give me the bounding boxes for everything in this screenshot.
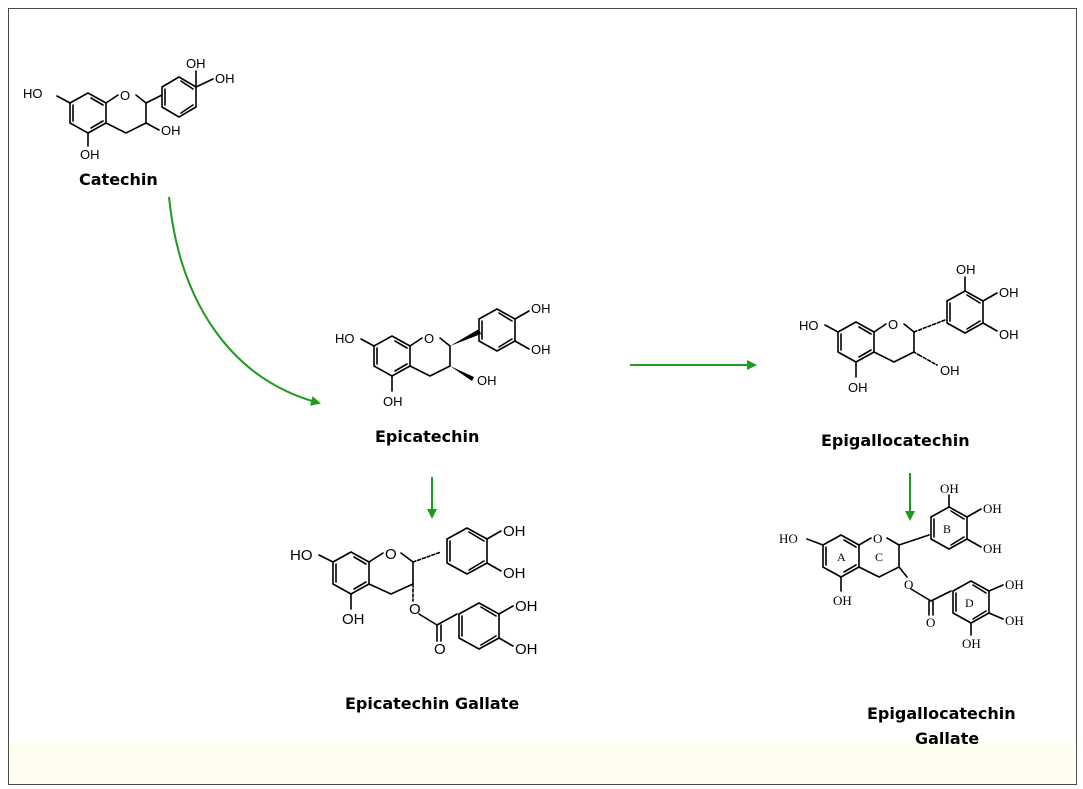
ester-oxygen-label: O <box>409 601 421 618</box>
hydroxyl-label: OH <box>940 363 960 378</box>
hydroxyl-label: OH <box>515 598 538 615</box>
hydroxyl-label: OH <box>1005 577 1024 592</box>
hydroxyl-label: OH <box>940 481 959 496</box>
hydroxyl-label: OH <box>80 147 100 162</box>
hydroxyl-label: OH <box>161 123 181 138</box>
hydroxyl-label: OH <box>962 636 981 651</box>
carbonyl-oxygen-label: O <box>926 615 935 630</box>
hydroxyl-label: OH <box>531 342 551 357</box>
hydroxyl-label: OH <box>983 541 1002 556</box>
ring-oxygen-label: O <box>873 531 882 546</box>
hydroxyl-label: OH <box>383 394 403 409</box>
ester-oxygen-label: O <box>904 577 913 592</box>
hydroxyl-label: OH <box>503 565 526 582</box>
ring-oxygen-label: O <box>120 88 130 103</box>
ring-label-d: D <box>965 596 974 610</box>
ring-label-b: B <box>943 522 951 536</box>
epicatechin-structure: O HO OH OH OH OH <box>335 301 551 409</box>
bottom-strip <box>10 744 1075 784</box>
ring-oxygen-label: O <box>888 317 898 332</box>
hydroxyl-label: OH <box>503 523 526 540</box>
carbonyl-oxygen-label: O <box>434 641 446 658</box>
hydroxyl-label: OH <box>983 501 1002 516</box>
hydroxyl-label: HO <box>779 531 798 546</box>
hydroxyl-label: OH <box>477 373 497 388</box>
hydroxyl-label: OH <box>531 301 551 316</box>
hydroxyl-label: OH <box>342 611 365 628</box>
epigallocatechin-gallate-structure: O HO OH O O OH OH OH OH OH OH A B C D <box>779 481 1024 651</box>
ring-label-c: C <box>875 550 883 564</box>
hydroxyl-label: HO <box>799 318 819 333</box>
hydroxyl-label: OH <box>515 641 538 658</box>
hydroxyl-label: OH <box>848 380 868 395</box>
egcg-name-line1: Epigallocatechin <box>867 704 1016 723</box>
hydroxyl-label: HO <box>335 331 355 346</box>
catechin-structure: O HO OH OH OH OH <box>23 56 235 162</box>
hydroxyl-label: OH <box>215 71 235 86</box>
epigallocatechin-name: Epigallocatechin <box>821 431 970 450</box>
hydroxyl-label: OH <box>956 262 976 277</box>
hydroxyl-label: HO <box>290 547 313 564</box>
epicatechin-gallate-structure: O HO OH O O OH OH OH OH <box>290 523 538 658</box>
hydroxyl-label: HO <box>23 86 43 101</box>
hydroxyl-label: OH <box>186 56 206 71</box>
epicatechin-gallate-name: Epicatechin Gallate <box>345 694 519 713</box>
arrow-catechin-to-epicatechin <box>168 196 321 406</box>
hydroxyl-label: OH <box>833 593 852 608</box>
diagram-frame: O HO OH OH OH OH Catechin O <box>8 8 1077 785</box>
hydroxyl-label: OH <box>1005 613 1024 628</box>
epigallocatechin-structure: O HO OH OH OH OH OH <box>799 262 1019 395</box>
egcg-name-line2: Gallate <box>915 729 979 748</box>
ring-oxygen-label: O <box>424 331 434 346</box>
catechin-name: Catechin <box>79 170 158 189</box>
hydroxyl-label: OH <box>999 327 1019 342</box>
ring-label-a: A <box>837 550 846 564</box>
hydroxyl-label: OH <box>999 285 1019 300</box>
epicatechin-name: Epicatechin <box>375 427 479 446</box>
pathway-diagram: O HO OH OH OH OH Catechin O <box>23 56 1024 748</box>
ring-oxygen-label: O <box>385 546 397 563</box>
